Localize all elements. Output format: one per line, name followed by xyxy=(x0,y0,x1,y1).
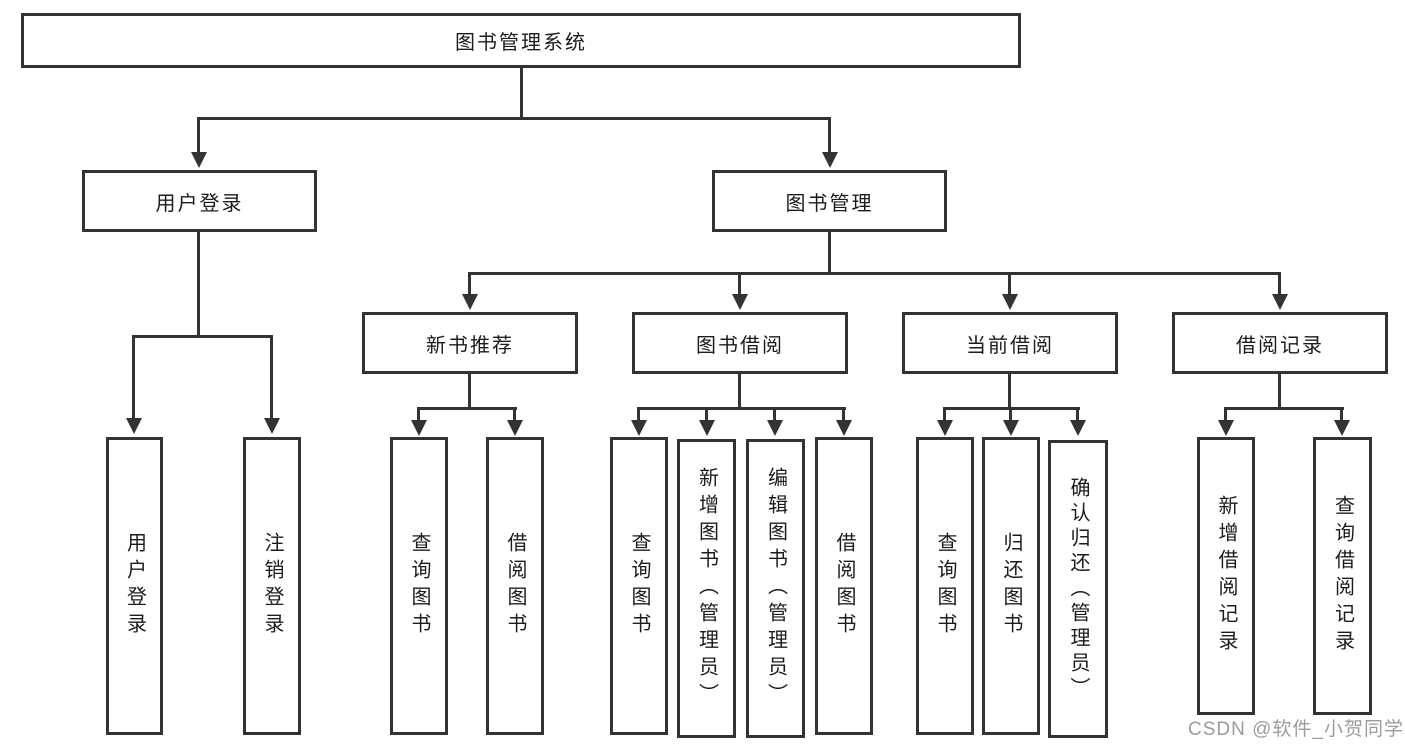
arrowhead-down-icon xyxy=(631,420,647,436)
node-label: 注销登录 xyxy=(261,532,283,640)
leaf-query-borrow-record: 查询借阅记录 xyxy=(1313,437,1372,715)
connector-line xyxy=(133,335,273,338)
connector-line xyxy=(468,272,471,296)
node-label: 查询借阅记录 xyxy=(1331,495,1354,657)
node-label: 借阅图书 xyxy=(504,532,526,640)
node-label: 确认归还（管理员） xyxy=(1067,476,1089,702)
node-book-management: 图书管理 xyxy=(712,170,947,232)
node-label: 查询图书 xyxy=(934,532,956,640)
leaf-query-books: 查询图书 xyxy=(916,437,974,735)
connector-line xyxy=(828,117,831,153)
node-label: 查询图书 xyxy=(628,532,650,640)
connector-line xyxy=(637,407,846,410)
csdn-watermark: CSDN @软件_小贺同学 xyxy=(1188,719,1404,740)
arrowhead-down-icon xyxy=(822,152,838,168)
connector-line xyxy=(468,272,1281,275)
connector-line xyxy=(1076,407,1079,423)
leaf-query-books: 查询图书 xyxy=(390,437,448,735)
node-label: 新增图书（管理员） xyxy=(695,467,718,710)
leaf-logout: 注销登录 xyxy=(243,437,301,735)
leaf-confirm-return-admin: 确认归还（管理员） xyxy=(1048,440,1108,738)
node-label: 图书管理系统 xyxy=(455,32,587,54)
node-label: 用户登录 xyxy=(155,192,244,215)
connector-line xyxy=(1008,272,1011,296)
connector-line xyxy=(738,374,741,407)
connector-line xyxy=(132,335,135,419)
arrowhead-down-icon xyxy=(699,420,715,436)
node-current-borrowing: 当前借阅 xyxy=(902,312,1118,374)
node-label: 借阅图书 xyxy=(833,532,855,640)
connector-line xyxy=(1224,407,1227,423)
connector-line xyxy=(198,117,831,120)
connector-line xyxy=(1224,407,1344,410)
connector-line xyxy=(773,407,776,423)
node-book-borrowing: 图书借阅 xyxy=(632,312,848,374)
connector-line xyxy=(1340,407,1343,423)
arrowhead-down-icon xyxy=(1334,420,1350,436)
node-new-book-recommend: 新书推荐 xyxy=(362,312,578,374)
connector-line xyxy=(417,407,517,410)
arrowhead-down-icon xyxy=(767,420,783,436)
leaf-return-books: 归还图书 xyxy=(982,437,1040,735)
arrowhead-down-icon xyxy=(937,420,953,436)
leaf-add-books-admin: 新增图书（管理员） xyxy=(677,439,736,738)
connector-line xyxy=(417,407,420,423)
node-label: 借阅记录 xyxy=(1236,334,1324,357)
arrowhead-down-icon xyxy=(1272,294,1288,310)
connector-line xyxy=(1009,407,1012,423)
node-label: 查询图书 xyxy=(408,532,430,640)
connector-line xyxy=(197,232,200,335)
node-label: 新增借阅记录 xyxy=(1215,495,1237,657)
arrowhead-down-icon xyxy=(126,418,142,434)
connector-line xyxy=(637,407,640,423)
leaf-borrow-books: 借阅图书 xyxy=(815,437,873,735)
node-label: 当前借阅 xyxy=(966,334,1054,357)
leaf-query-books: 查询图书 xyxy=(610,437,668,735)
node-label: 编辑图书（管理员） xyxy=(764,467,787,710)
connector-line xyxy=(513,407,516,423)
arrowhead-down-icon xyxy=(264,418,280,434)
node-label: 归还图书 xyxy=(1000,532,1022,640)
arrowhead-down-icon xyxy=(1003,420,1019,436)
arrowhead-down-icon xyxy=(462,294,478,310)
arrowhead-down-icon xyxy=(507,420,523,436)
node-label: 图书借阅 xyxy=(696,334,784,357)
connector-line xyxy=(1278,272,1281,296)
node-user-login: 用户登录 xyxy=(82,170,317,232)
leaf-edit-books-admin: 编辑图书（管理员） xyxy=(746,439,805,738)
connector-line xyxy=(842,407,845,423)
node-label: 用户登录 xyxy=(123,532,146,640)
connector-line xyxy=(828,232,831,272)
connector-line xyxy=(270,335,273,419)
arrowhead-down-icon xyxy=(1218,420,1234,436)
leaf-add-borrow-record: 新增借阅记录 xyxy=(1197,437,1255,715)
connector-line xyxy=(1008,374,1011,407)
arrowhead-down-icon xyxy=(411,420,427,436)
arrowhead-down-icon xyxy=(732,294,748,310)
leaf-borrow-books: 借阅图书 xyxy=(486,437,544,735)
connector-line xyxy=(520,68,523,117)
node-label: 新书推荐 xyxy=(426,334,514,357)
connector-line xyxy=(197,117,200,153)
node-root-system: 图书管理系统 xyxy=(21,13,1021,68)
arrowhead-down-icon xyxy=(191,152,207,168)
connector-line xyxy=(1278,374,1281,407)
leaf-user-login: 用户登录 xyxy=(106,437,163,735)
arrowhead-down-icon xyxy=(836,420,852,436)
connector-line xyxy=(738,272,741,296)
node-label: 图书管理 xyxy=(785,192,874,215)
arrowhead-down-icon xyxy=(1002,294,1018,310)
arrowhead-down-icon xyxy=(1070,420,1086,436)
connector-line xyxy=(943,407,946,423)
connector-line xyxy=(705,407,708,423)
node-borrow-records: 借阅记录 xyxy=(1172,312,1388,374)
connector-line xyxy=(468,374,471,407)
